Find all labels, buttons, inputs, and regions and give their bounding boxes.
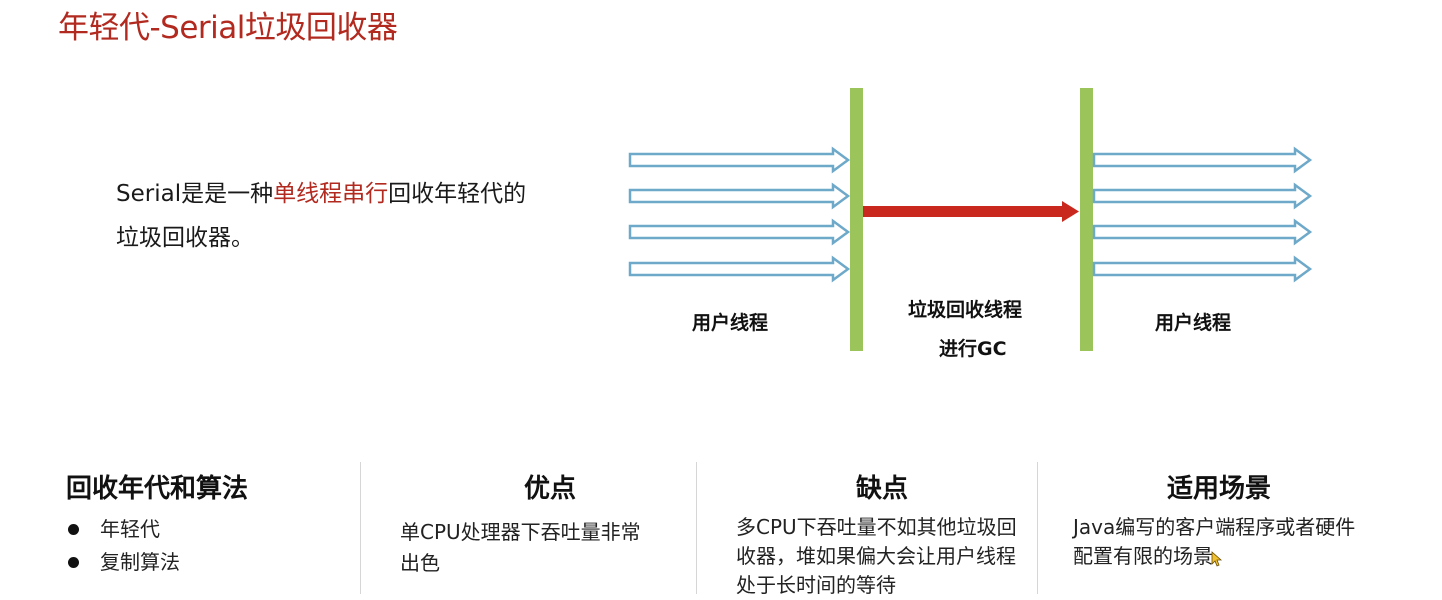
column-generation-algorithm: 回收年代和算法 年轻代 复制算法 xyxy=(66,468,346,594)
gc-thread-label: 垃圾回收线程 xyxy=(908,299,1023,321)
column-text: 多CPU下吞吐量不如其他垃圾回收器，堆如果偏大会让用户线程处于长时间的等待 xyxy=(736,515,1017,597)
left-arrow-2 xyxy=(628,182,851,210)
column-heading: 适用场景 xyxy=(1166,474,1271,504)
column-advantages: 优点 单CPU处理器下吞吐量非常出色 xyxy=(400,468,660,594)
list-item: 复制算法 xyxy=(66,546,346,579)
bullet-dot xyxy=(68,524,79,535)
intro-highlight: 单线程串行 xyxy=(273,181,389,207)
column-text: 单CPU处理器下吞吐量非常出色 xyxy=(400,520,641,575)
bullet-text: 复制算法 xyxy=(100,550,180,574)
right-user-thread-label: 用户线程 xyxy=(1155,312,1232,334)
column-heading: 缺点 xyxy=(855,474,908,504)
column-text: Java编写的客户端程序或者硬件配置有限的场景 xyxy=(1073,515,1356,568)
bullet-list: 年轻代 复制算法 xyxy=(66,513,346,579)
left-user-thread-arrows xyxy=(628,146,851,283)
left-arrow-1 xyxy=(628,146,851,174)
column-heading: 回收年代和算法 xyxy=(66,474,249,504)
column-use-cases: 适用场景 Java编写的客户端程序或者硬件配置有限的场景 xyxy=(1073,468,1373,594)
safepoint-bar-right xyxy=(1080,88,1093,351)
left-arrow-4 xyxy=(628,255,851,283)
right-arrow-4 xyxy=(1092,255,1313,283)
column-disadvantages: 缺点 多CPU下吞吐量不如其他垃圾回收器，堆如果偏大会让用户线程处于长时间的等待 xyxy=(736,468,1036,597)
bullet-text: 年轻代 xyxy=(100,517,160,541)
right-arrow-2 xyxy=(1092,182,1313,210)
right-arrow-1 xyxy=(1092,146,1313,174)
left-arrow-3 xyxy=(628,218,851,246)
gc-run-label: 进行GC xyxy=(939,338,1007,360)
column-heading: 优点 xyxy=(523,474,576,504)
left-user-thread-label: 用户线程 xyxy=(692,312,769,334)
intro-suffix: 回收年轻代的垃圾回收器。 xyxy=(116,181,527,251)
list-item: 年轻代 xyxy=(66,513,346,546)
mouse-cursor-icon xyxy=(1211,551,1223,567)
intro-prefix: Serial是是一种 xyxy=(116,181,274,207)
slide-title: 年轻代-Serial垃圾回收器 xyxy=(58,10,398,46)
safepoint-bar-left xyxy=(850,88,863,351)
bullet-dot xyxy=(68,557,79,568)
column-divider xyxy=(1037,462,1038,594)
right-user-thread-arrows xyxy=(1092,146,1313,283)
column-divider xyxy=(696,462,697,594)
column-divider xyxy=(360,462,361,594)
right-arrow-3 xyxy=(1092,218,1313,246)
gc-thread-arrow xyxy=(863,201,1079,222)
intro-text: Serial是是一种单线程串行回收年轻代的垃圾回收器。 xyxy=(116,172,536,260)
